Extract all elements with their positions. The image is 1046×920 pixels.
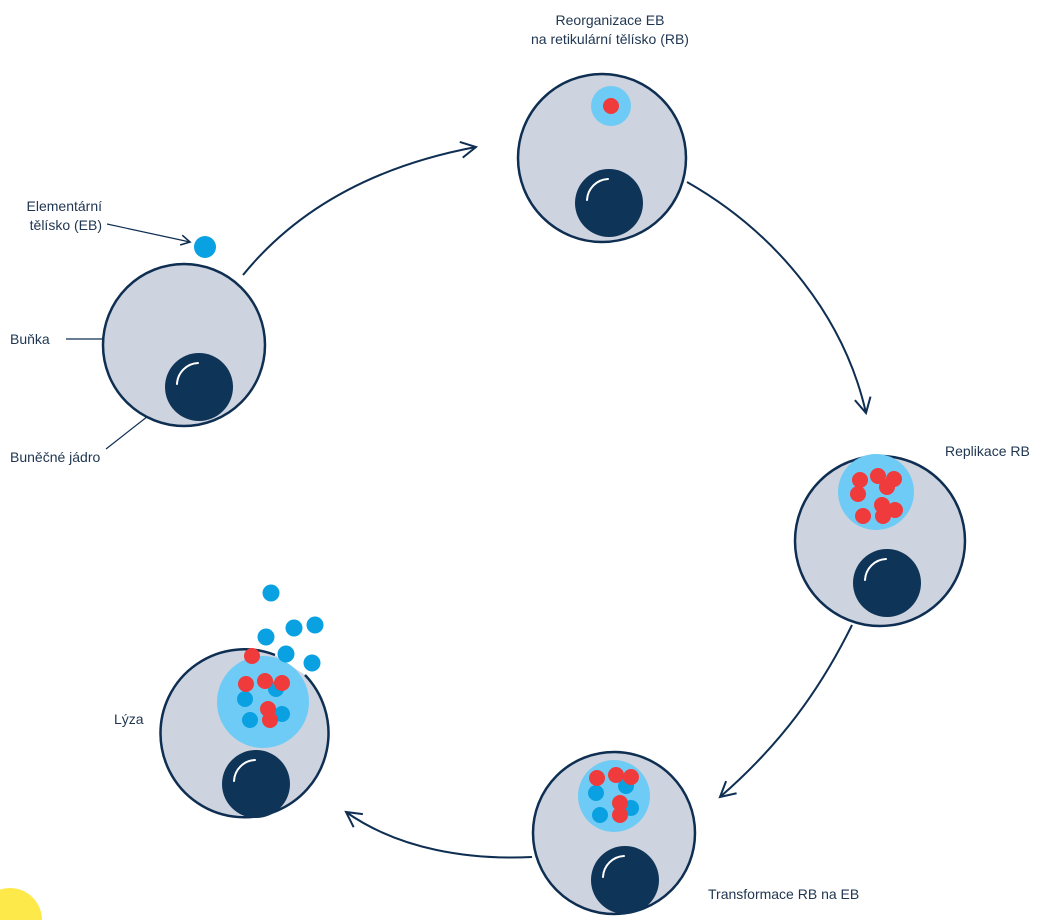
label-elementary-body: Elementární tělísko (EB) — [26, 198, 102, 233]
cell-stage-infection — [101, 236, 267, 428]
label-reorganization: Reorganizace EB na retikulární tělísko (… — [531, 12, 689, 47]
nucleus-infection — [165, 353, 233, 421]
label-lysis: Lýza — [114, 711, 144, 727]
cell-stage-lysis — [159, 584, 330, 819]
cell-stage-transformation — [531, 750, 697, 916]
cycle-arrow-2 — [686, 181, 872, 416]
cycle-arrow-3 — [718, 624, 853, 799]
label-transformation: Transformace RB na EB — [708, 886, 860, 902]
pointer-eb — [106, 223, 192, 246]
label-nucleus: Buněčné jádro — [10, 449, 101, 465]
nucleus-replication — [853, 549, 921, 617]
nucleus-reorganization — [575, 169, 643, 237]
rb-cluster-lysis — [238, 673, 290, 728]
cycle-arrow-1 — [242, 140, 479, 276]
released-rb — [244, 648, 260, 664]
cell-stage-replication — [793, 454, 967, 628]
rb-cluster-replication — [850, 468, 903, 524]
eb-attached — [194, 236, 216, 258]
released-eb — [257, 584, 324, 672]
rb-single — [603, 98, 619, 114]
cell-stage-reorganization — [516, 72, 688, 244]
label-cell: Buňka — [10, 331, 50, 347]
rb-cluster-transformation — [589, 767, 639, 823]
nucleus-lysis — [222, 750, 290, 818]
eb-cluster-lysis — [237, 681, 290, 728]
inclusion-lysis — [217, 656, 309, 748]
nucleus-transformation — [591, 846, 659, 914]
label-replication: Replikace RB — [945, 443, 1030, 459]
cycle-arrow-4 — [344, 810, 533, 859]
